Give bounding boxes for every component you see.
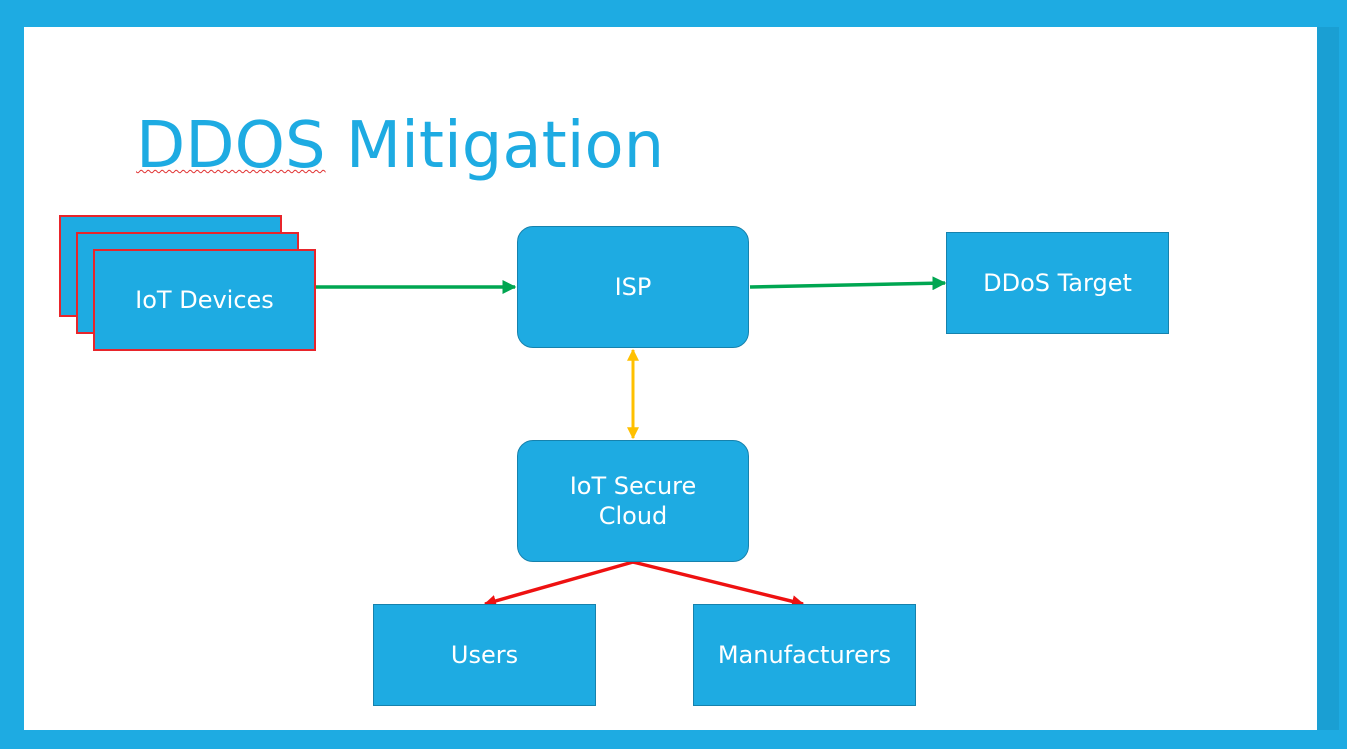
slide-title: DDOS Mitigation — [136, 104, 664, 188]
iot-secure-cloud-node[interactable]: IoT Secure Cloud — [517, 440, 749, 562]
iot-secure-cloud-label-line1: IoT Secure — [569, 472, 697, 500]
iot-devices-label: IoT Devices — [135, 286, 274, 314]
manufacturers-node[interactable]: Manufacturers — [693, 604, 916, 706]
title-rest: Mitigation — [325, 109, 665, 183]
iot-secure-cloud-label-line2: Cloud — [598, 502, 668, 530]
edge-isp-to-target — [749, 276, 947, 291]
isp-label: ISP — [614, 273, 652, 301]
isp-node[interactable]: ISP — [517, 226, 749, 348]
edge-cloud-to-users — [483, 560, 634, 607]
users-node[interactable]: Users — [373, 604, 596, 706]
ddos-target-label: DDoS Target — [983, 269, 1132, 297]
slide-edge-shadow — [1317, 27, 1339, 730]
title-ddos-word: DDOS — [136, 109, 326, 183]
manufacturers-label: Manufacturers — [717, 641, 892, 669]
slide-canvas — [24, 27, 1317, 730]
ddos-target-node[interactable]: DDoS Target — [946, 232, 1169, 334]
edge-cloud-to-manufacturers — [632, 560, 805, 608]
users-label: Users — [450, 641, 519, 669]
iot-devices-node[interactable]: IoT Devices — [93, 249, 316, 351]
